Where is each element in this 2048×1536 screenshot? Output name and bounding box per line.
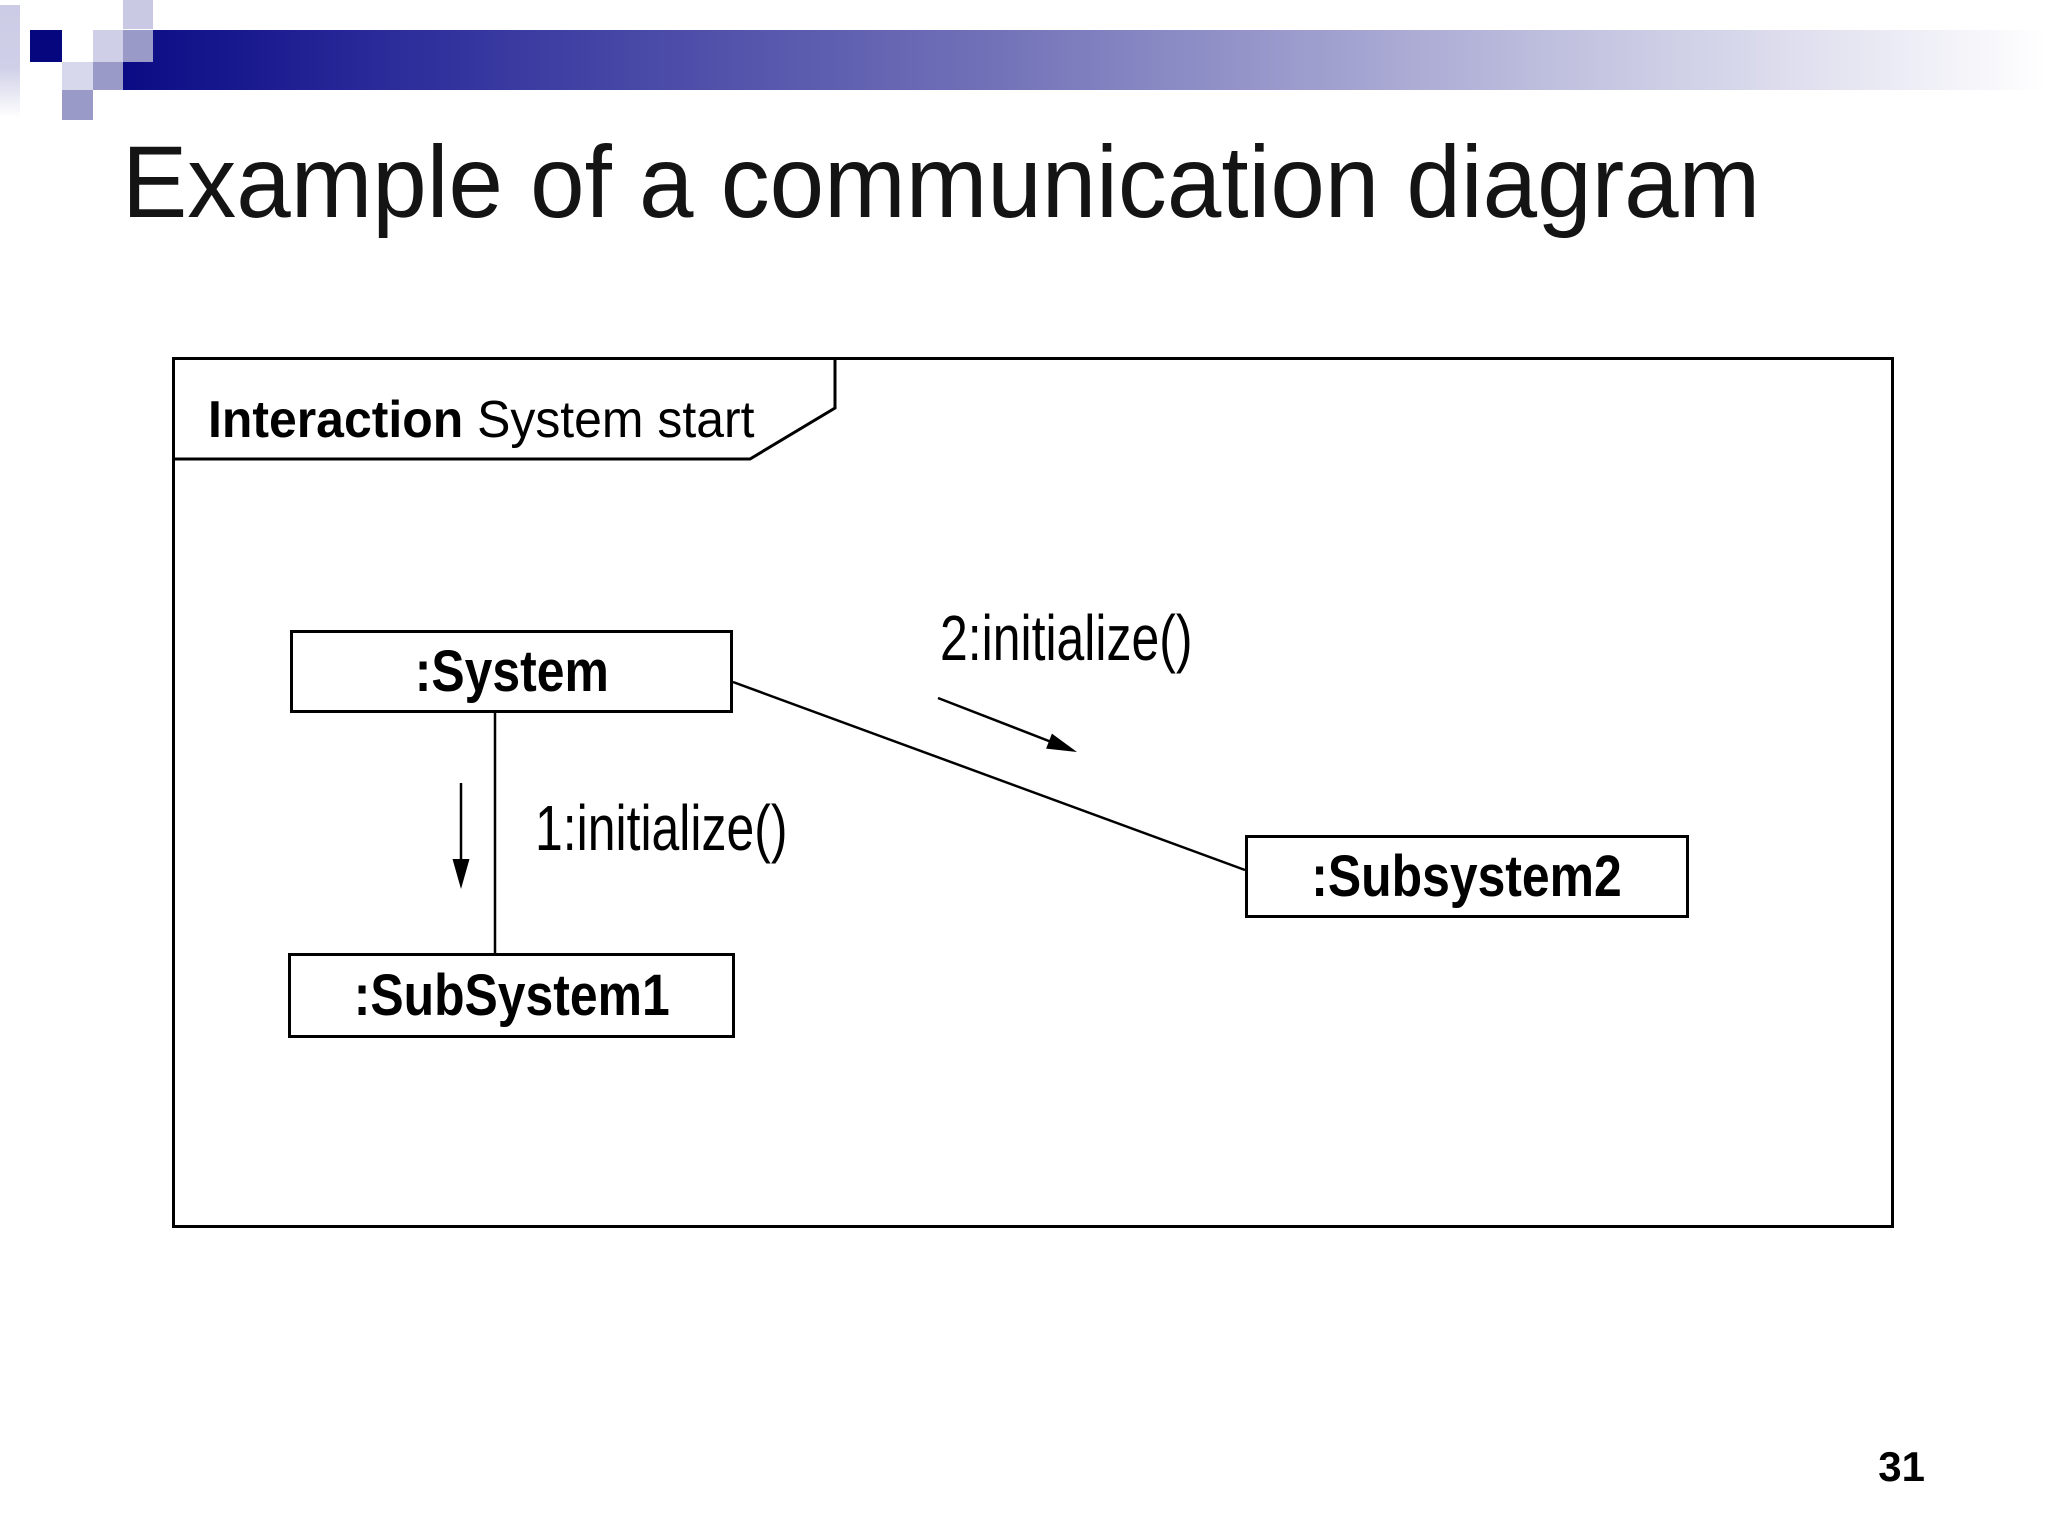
- header-square-light: [93, 30, 123, 62]
- page-title: Example of a communication diagram: [122, 131, 1828, 233]
- header-square-medium-2: [93, 62, 123, 90]
- frame-interaction-name: System start: [463, 391, 755, 449]
- header-square-medium-3: [62, 90, 93, 120]
- frame-name-label: Interaction System start: [208, 391, 777, 451]
- page-title-text: Example of a communication diagram: [122, 125, 1761, 239]
- message-2-label: 2:initialize(): [940, 606, 1264, 670]
- message-1-label: 1:initialize(): [535, 796, 859, 860]
- header-square-light-2: [62, 62, 93, 90]
- message-2-label-text: 2:initialize(): [940, 602, 1193, 674]
- message-2-arrow-line: [937, 696, 1064, 748]
- node-subsystem2-label: :Subsystem2: [1311, 844, 1623, 909]
- node-subsystem2: :Subsystem2: [1245, 835, 1689, 918]
- interaction-frame-border: [172, 357, 1894, 1228]
- node-system: :System: [290, 630, 733, 713]
- page-number: 31: [1878, 1443, 1925, 1490]
- message-1-label-text: 1:initialize(): [535, 792, 788, 864]
- header-left-strip: [0, 5, 20, 118]
- frame-name-label-text: Interaction System start: [208, 391, 754, 451]
- message-1-arrowhead: [452, 859, 470, 889]
- link-system-subsystem2: [732, 680, 1246, 872]
- node-subsystem1-label: :SubSystem1: [353, 963, 670, 1028]
- node-subsystem1: :SubSystem1: [288, 953, 735, 1038]
- frame-name-pentagon: [173, 358, 837, 461]
- frame-keyword: Interaction: [208, 391, 464, 449]
- message-2-arrowhead: [1046, 733, 1077, 752]
- header-square-navy: [30, 30, 62, 62]
- node-system-label: :System: [414, 639, 609, 704]
- header-square-light-top: [123, 0, 153, 29]
- header-square-medium: [123, 30, 153, 62]
- header-gradient-bar: [123, 30, 2048, 90]
